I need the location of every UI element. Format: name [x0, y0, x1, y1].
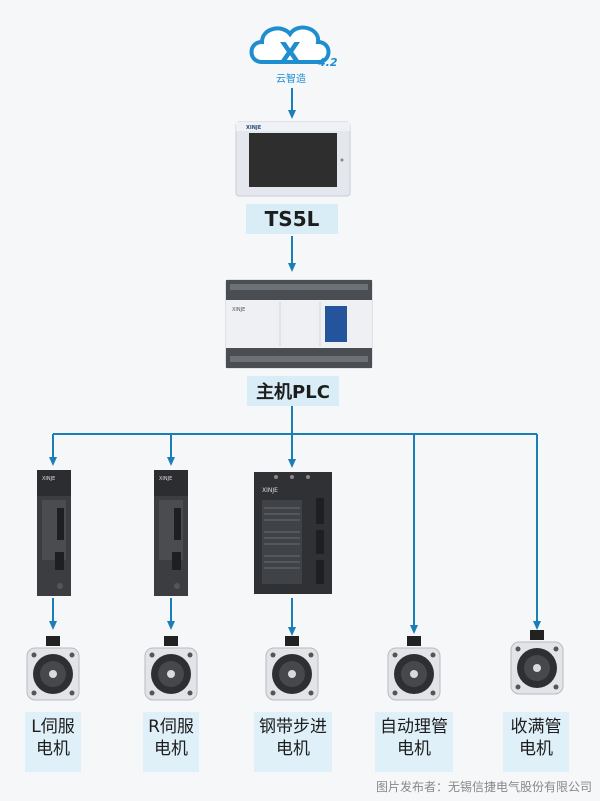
motor-1	[26, 636, 80, 701]
hmi-display	[249, 133, 337, 187]
motor-1-line1: L伺服	[31, 717, 75, 737]
plc-brand: XINJE	[232, 307, 245, 313]
motor-label-5: 收满管 电机	[503, 712, 569, 772]
cloud-name: 云智造	[276, 72, 306, 85]
hmi-label: TS5L	[246, 204, 338, 234]
motor-3-line1: 钢带步进	[259, 717, 327, 737]
motor-4	[387, 636, 441, 701]
servo-driver-left: XINJE	[37, 470, 71, 596]
servo-driver-right: XINJE	[154, 470, 188, 596]
servo-right-brand: XINJE	[159, 476, 172, 482]
motor-5-line2: 电机	[519, 739, 553, 759]
motor-5-line1: 收满管	[510, 717, 562, 737]
motor-label-4: 自动理管 电机	[375, 712, 453, 772]
publisher-credit: 图片发布者：无锡信捷电气股份有限公司	[375, 780, 592, 794]
motor-2-line1: R伺服	[148, 717, 194, 737]
cloud-logo-mark: X	[279, 36, 301, 69]
servo-left-brand: XINJE	[42, 476, 55, 482]
hmi-device: XINJE	[235, 121, 351, 197]
stepper-driver: XINJE	[254, 472, 332, 594]
motor-5	[510, 630, 564, 695]
motor-1-line2: 电机	[36, 739, 70, 759]
cloud-logo: X 4.2 云智造	[249, 25, 338, 85]
motor-label-3: 钢带步进 电机	[254, 712, 332, 772]
motor-3	[265, 636, 319, 701]
cloud-version: 4.2	[317, 56, 338, 69]
distribution-bus	[49, 406, 541, 634]
plc-device: XINJE	[225, 279, 373, 369]
motor-4-line1: 自动理管	[380, 717, 448, 737]
motor-2-line2: 电机	[154, 739, 188, 759]
cloud-icon	[249, 25, 331, 64]
motor-2	[144, 636, 198, 701]
plc-label: 主机PLC	[247, 376, 339, 406]
stepper-brand: XINJE	[262, 487, 278, 494]
motor-3-line2: 电机	[276, 739, 310, 759]
motor-label-2: R伺服 电机	[143, 712, 199, 772]
plc-blue-panel	[325, 306, 347, 342]
motor-label-1: L伺服 电机	[25, 712, 81, 772]
hmi-brand: XINJE	[246, 125, 262, 131]
motor-4-line2: 电机	[397, 739, 431, 759]
